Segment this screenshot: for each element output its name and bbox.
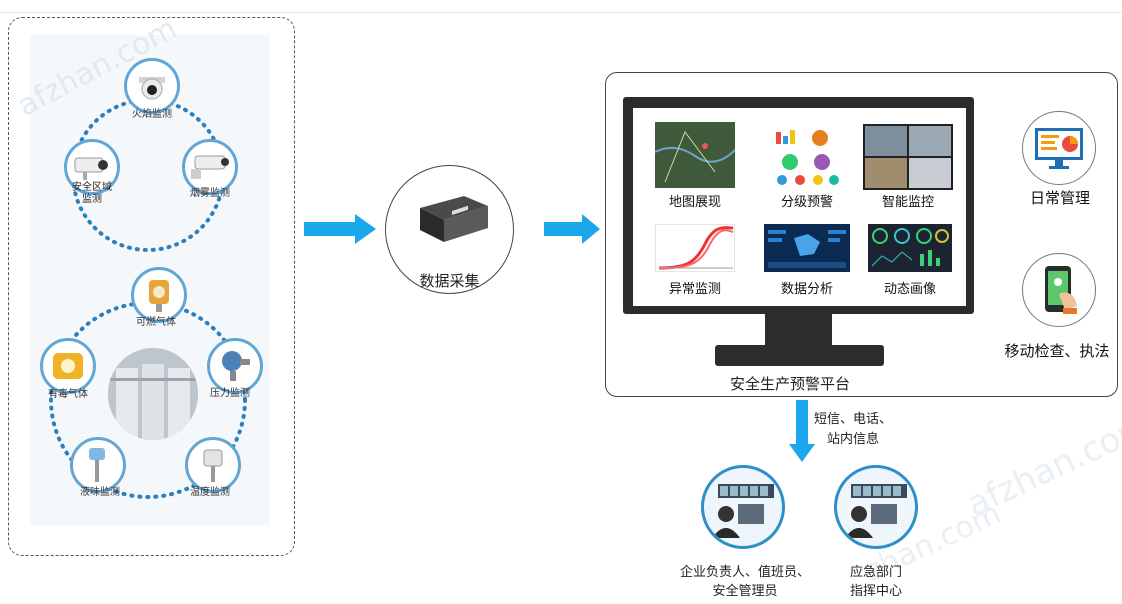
- data-collector-box-icon: [420, 196, 488, 242]
- sensor-label-area: 安全区域 监测: [72, 182, 112, 205]
- mobile-inspection-label: 移动检查、执法: [1004, 342, 1110, 360]
- smoke-camera-icon: [182, 139, 238, 195]
- daily-management-label: 日常管理: [1029, 189, 1090, 207]
- platform-title: 安全生产预警平台: [729, 375, 850, 393]
- data-collector-node: [385, 165, 514, 294]
- tile-label-anomaly: 异常监测: [668, 282, 721, 297]
- monitor-base: [715, 345, 884, 366]
- dome-camera-icon: [124, 58, 180, 114]
- control-room-icon: [701, 465, 785, 549]
- bullet-camera-icon: [64, 139, 120, 195]
- sensor-label-flammable: 可燃气体: [136, 317, 176, 328]
- sensor-label-smoke: 烟雾监测: [190, 188, 230, 199]
- sensor-label-pressure: 压力监测: [210, 388, 250, 399]
- mobile-inspection-node: [1022, 253, 1096, 327]
- tile-label-warning: 分级预警: [780, 195, 833, 210]
- arrow-down-notify: [789, 400, 815, 462]
- warning-charts-thumbnail-icon: [770, 126, 844, 188]
- sensor-label-toxic: 有毒气体: [48, 389, 88, 400]
- silo-image: [108, 348, 198, 440]
- level-sensor-icon: [70, 437, 126, 493]
- top-divider: [0, 12, 1122, 13]
- map-thumbnail-icon: [655, 122, 735, 188]
- gas-detector-icon: [131, 267, 187, 323]
- monitor-stand: [765, 314, 832, 347]
- arrow-to-platform: [544, 214, 600, 244]
- collector-label: 数据采集: [419, 272, 480, 290]
- tile-label-map: 地图展现: [668, 195, 721, 210]
- anomaly-curve-thumbnail-icon: [655, 224, 735, 272]
- sensor-panel: [8, 17, 295, 556]
- dashboard-thumbnail-icon: [868, 224, 952, 272]
- desktop-monitor-icon: [1035, 128, 1083, 169]
- daily-management-node: [1022, 111, 1096, 185]
- recipient-label-enterprise: 企业负责人、值班员、 安全管理员: [679, 565, 810, 599]
- sensor-label-temperature: 温度监测: [190, 487, 230, 498]
- notify-channels-label: 短信、电话、 站内信息: [813, 412, 892, 447]
- sensor-label-fire: 火焰监测: [132, 109, 172, 120]
- video-monitor-thumbnail-icon: [863, 124, 953, 190]
- data-analysis-thumbnail-icon: [764, 224, 850, 272]
- arrow-to-collector: [304, 214, 376, 244]
- tile-label-video: 智能监控: [881, 195, 934, 210]
- temperature-sensor-icon: [185, 437, 241, 493]
- tile-label-dashboard: 动态画像: [883, 282, 936, 297]
- command-center-icon: [834, 465, 918, 549]
- toxic-gas-detector-icon: [40, 338, 96, 394]
- pressure-gauge-icon: [207, 338, 263, 394]
- recipient-label-emergency: 应急部门 指挥中心: [849, 565, 902, 599]
- sensor-label-level: 液味监测: [80, 487, 120, 498]
- mobile-phone-icon: [1045, 266, 1077, 314]
- tile-label-analysis: 数据分析: [780, 282, 833, 297]
